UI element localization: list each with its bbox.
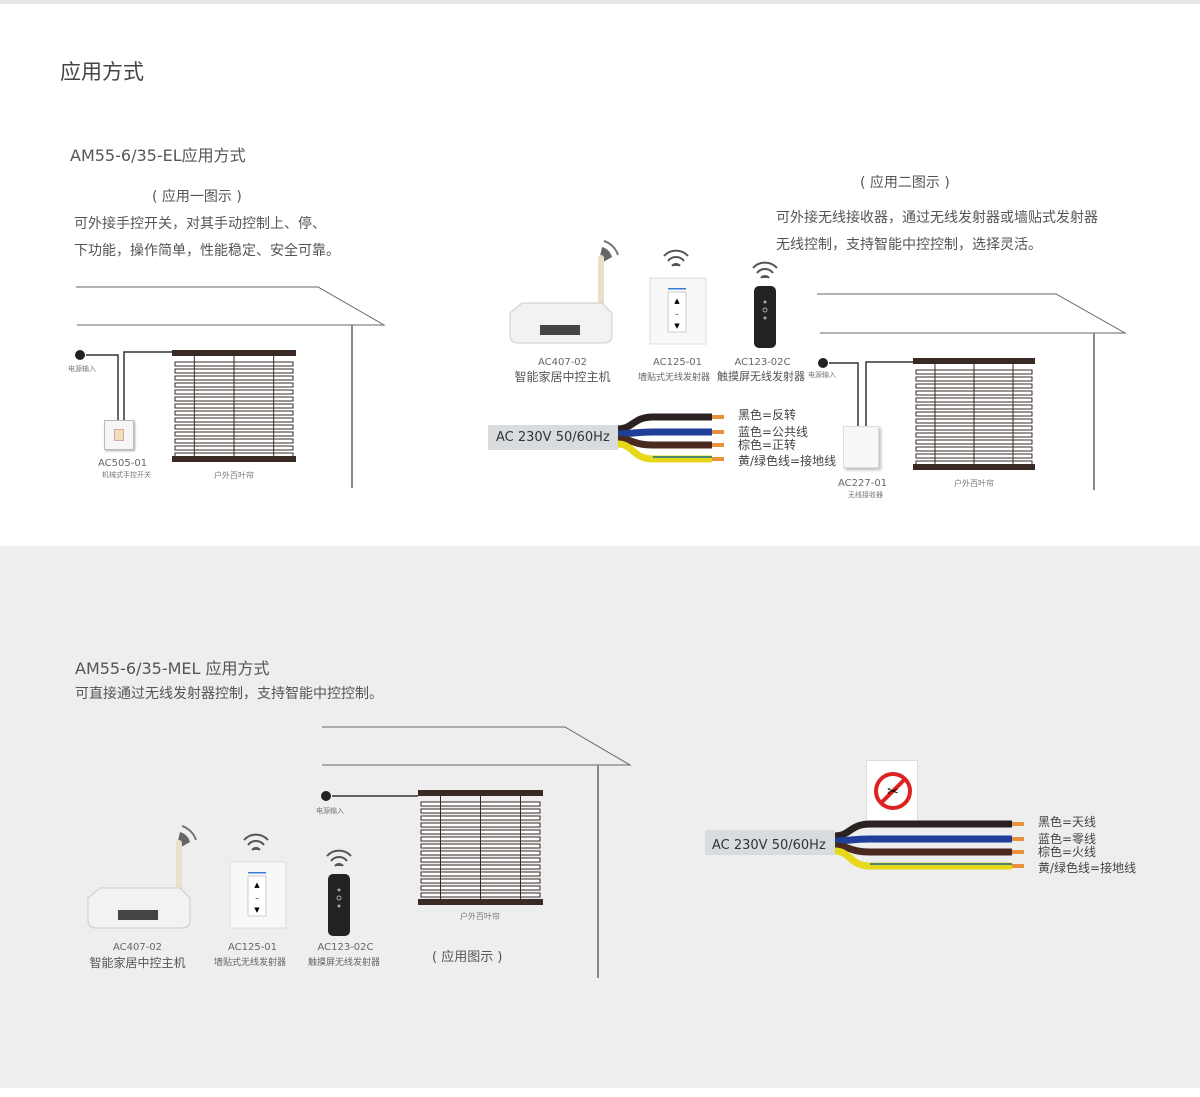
device-model-2: AC125-01 [652, 357, 703, 368]
svg-text:▲: ▲ [674, 297, 680, 305]
blind-label-3: 户外百叶帘 [460, 912, 500, 921]
diagram2-desc-2: 无线控制，支持智能中控控制，选择灵活。 [776, 237, 1042, 253]
device-name-1: 智能家居中控主机 [514, 370, 611, 384]
device-name-2: 墙贴式无线发射器 [638, 373, 711, 383]
outdoor-blind-2 [913, 358, 1035, 470]
cable-voltage-label-2: AC 230V 50/60Hz [712, 838, 826, 853]
mel-device-model-3: AC123-02C [317, 942, 374, 953]
diagram2-caption: ( 应用二图示 ) [860, 175, 950, 191]
wireless-receiver-device [843, 426, 879, 468]
diagram1-caption: ( 应用一图示 ) [152, 189, 242, 205]
mel-device-name-2: 墙贴式无线发射器 [214, 958, 287, 968]
svg-text:▲: ▲ [254, 881, 260, 889]
mel-device-model-2: AC125-01 [227, 942, 278, 953]
receiver-name: 无线接收器 [848, 491, 883, 499]
mel-device-name-1: 智能家居中控主机 [89, 956, 186, 970]
diagram1-desc-2: 下功能，操作简单，性能稳定、安全可靠。 [74, 243, 340, 259]
wire-label-brown: 棕色=正转 [738, 438, 797, 452]
mel-section-background [0, 546, 1200, 1088]
switch-name: 机械式手控开关 [102, 471, 151, 479]
blind-label-1: 户外百叶帘 [214, 471, 254, 480]
svg-text:✂: ✂ [887, 784, 899, 800]
mel-desc: 可直接通过无线发射器控制，支持智能中控控制。 [75, 686, 383, 702]
top-divider [0, 0, 1200, 4]
outdoor-blind-1 [172, 350, 296, 462]
page-title: 应用方式 [60, 60, 144, 84]
diagram2-desc-1: 可外接无线接收器，通过无线发射器或墙贴式发射器 [776, 210, 1098, 226]
svg-text:–: – [675, 310, 679, 318]
power-input-label-2: 电源输入 [808, 371, 836, 379]
outdoor-blind-3 [418, 790, 543, 905]
mel-wire-label-blue: 蓝色=零线 [1038, 832, 1097, 846]
device-name-3: 触摸屏无线发射器 [717, 370, 805, 383]
el-title: AM55-6/35-EL应用方式 [70, 146, 246, 165]
blind-label-2: 户外百叶帘 [954, 479, 994, 488]
mel-wire-label-brown: 棕色=火线 [1038, 845, 1097, 859]
mel-wire-label-black: 黑色=天线 [1038, 815, 1097, 829]
receiver-model: AC227-01 [838, 478, 888, 489]
mel-wire-label-ground: 黄/绿色线=接地线 [1038, 861, 1137, 875]
svg-text:▼: ▼ [674, 322, 680, 330]
svg-text:–: – [255, 894, 259, 902]
device-model-3: AC123-02C [734, 357, 791, 368]
switch-model: AC505-01 [98, 458, 148, 469]
mel-title: AM55-6/35-MEL 应用方式 [75, 659, 270, 678]
svg-text:▼: ▼ [254, 906, 260, 914]
wire-label-black: 黑色=反转 [738, 408, 797, 422]
power-input-label-1: 电源输入 [68, 365, 96, 373]
mel-device-name-3: 触摸屏无线发射器 [308, 958, 381, 968]
diagram1-desc-1: 可外接手控开关，对其手动控制上、停、 [74, 216, 326, 232]
mel-device-model-1: AC407-02 [112, 942, 163, 953]
device-model-1: AC407-02 [537, 357, 588, 368]
wire-label-blue: 蓝色=公共线 [738, 425, 809, 439]
manual-switch-device [104, 420, 134, 450]
power-input-label-3: 电源输入 [316, 807, 344, 815]
cable-voltage-label-1: AC 230V 50/60Hz [496, 430, 610, 445]
mel-caption: ( 应用图示 ) [432, 950, 503, 965]
wire-label-ground: 黄/绿色线=接地线 [738, 454, 837, 468]
no-cut-warning-tag: ✂ [866, 760, 918, 828]
